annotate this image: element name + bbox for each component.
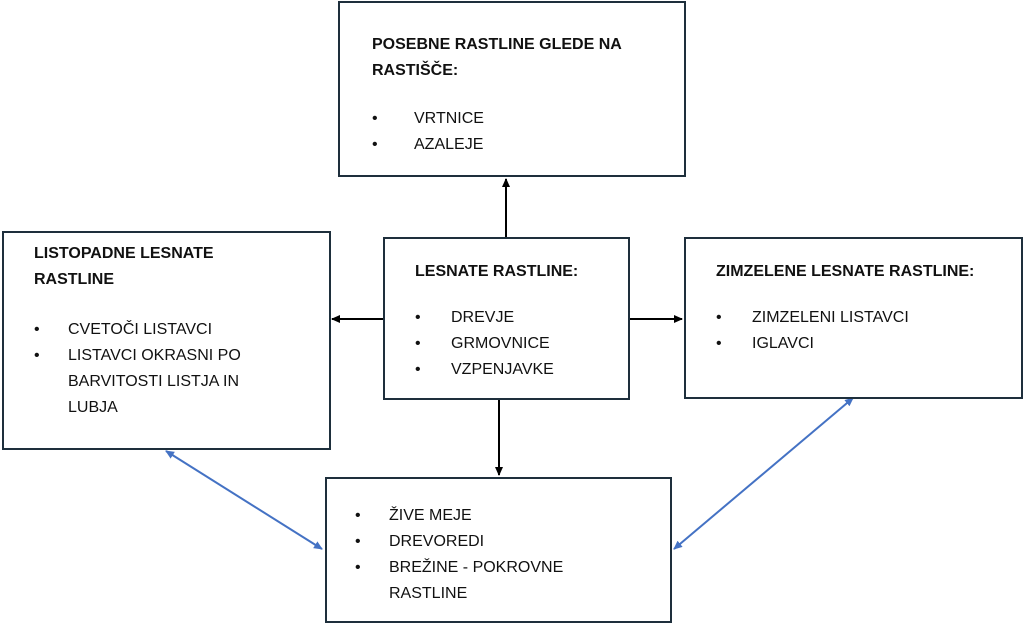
- box-evergreen-woody-plants: ZIMZELENE LESNATE RASTLINE: ZIMZELENI LI…: [684, 237, 1023, 399]
- list-item: LISTAVCI OKRASNI PO BARVITOSTI LISTJA IN…: [34, 343, 258, 421]
- item-list: ŽIVE MEJE DREVOREDI BREŽINE - POKROVNE R…: [355, 503, 670, 607]
- list-item: GRMOVNICE: [415, 331, 628, 357]
- list-item: ZIMZELENI LISTAVCI: [716, 305, 1021, 331]
- box-title: POSEBNE RASTLINE GLEDE NA RASTIŠČE:: [372, 36, 622, 79]
- list-item: DREVJE: [415, 305, 628, 331]
- box-title: ZIMZELENE LESNATE RASTLINE:: [716, 263, 975, 280]
- double-arrow-right-bottom: [673, 397, 854, 550]
- list-item: BREŽINE - POKROVNE RASTLINE: [355, 555, 609, 607]
- item-list: DREVJE GRMOVNICE VZPENJAVKE: [415, 305, 628, 383]
- box-title: LESNATE RASTLINE:: [415, 263, 579, 280]
- list-item: AZALEJE: [372, 132, 684, 158]
- box-special-plants: POSEBNE RASTLINE GLEDE NA RASTIŠČE: VRTN…: [338, 1, 686, 177]
- list-item: ŽIVE MEJE: [355, 503, 609, 529]
- item-list: ZIMZELENI LISTAVCI IGLAVCI: [716, 305, 1021, 357]
- double-arrow-left-bottom: [165, 450, 323, 550]
- box-woody-plants: LESNATE RASTLINE: DREVJE GRMOVNICE VZPEN…: [383, 237, 630, 400]
- box-title: LISTOPADNE LESNATE RASTLINE: [34, 245, 214, 288]
- box-deciduous-woody-plants: LISTOPADNE LESNATE RASTLINE CVETOČI LIST…: [2, 231, 331, 450]
- list-item: VZPENJAVKE: [415, 357, 628, 383]
- item-list: CVETOČI LISTAVCI LISTAVCI OKRASNI PO BAR…: [34, 317, 329, 421]
- list-item: CVETOČI LISTAVCI: [34, 317, 329, 343]
- list-item: IGLAVCI: [716, 331, 1021, 357]
- list-item: DREVOREDI: [355, 529, 609, 555]
- box-uses: ŽIVE MEJE DREVOREDI BREŽINE - POKROVNE R…: [325, 477, 672, 623]
- item-list: VRTNICE AZALEJE: [372, 106, 684, 158]
- list-item: VRTNICE: [372, 106, 684, 132]
